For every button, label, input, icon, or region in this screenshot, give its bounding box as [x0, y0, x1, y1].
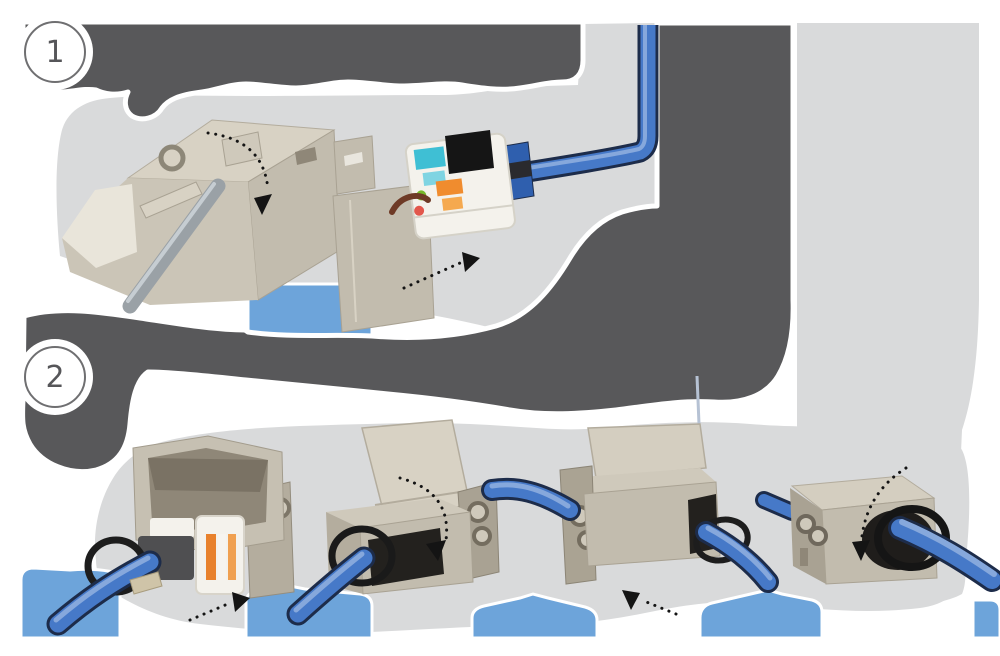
housing3-top-face — [568, 468, 716, 494]
step-2-number: 2 — [45, 359, 65, 395]
plug2-brown-wire — [389, 193, 431, 215]
slide-in-arrow-icon — [188, 601, 232, 622]
housing4-latch-2 — [808, 526, 828, 546]
keystone-wire-white — [218, 534, 226, 580]
close-lid-arrowhead — [426, 540, 446, 561]
redacted-text-masks — [20, 19, 796, 474]
housing3-thin-wire — [695, 375, 701, 425]
arrowheads — [232, 194, 870, 612]
rotate-open-arrowhead — [254, 194, 272, 215]
plug2-chip-cyan — [413, 146, 446, 170]
photo-housing-half-closed — [481, 375, 779, 593]
step-1-badge: 1 — [24, 21, 86, 83]
housing2-top-face — [326, 498, 470, 528]
plug1-slot — [295, 147, 317, 165]
slide-in-arrowhead — [232, 592, 250, 612]
latch-arrowhead — [852, 540, 870, 561]
plug1-nose — [62, 184, 137, 268]
photo-housing-lid-open — [286, 419, 500, 626]
keystone-latch-tip — [129, 571, 163, 595]
slide-back-arrowhead — [622, 590, 640, 610]
keystone-box-shadow — [148, 458, 268, 492]
plug2-chip-orange — [435, 178, 464, 197]
housing2-ear-2 — [472, 526, 492, 546]
motion-arrows — [188, 131, 908, 622]
close-lid-arc-arrow-icon — [398, 476, 449, 542]
housing3-cable-left — [484, 480, 578, 518]
housing4-cable-stub — [758, 494, 798, 518]
plug1-hinge-ring — [158, 144, 186, 172]
housing3-cable-right-highlight — [705, 525, 773, 581]
housing4-latch-1 — [796, 514, 816, 534]
plug2-bracket — [333, 135, 376, 195]
housing2-cable-highlight — [293, 551, 365, 613]
plug2-chip-red — [414, 205, 425, 216]
blue-callout-3 — [470, 592, 599, 640]
housing3-lid — [587, 423, 707, 479]
plug1-emboss-bar — [139, 181, 203, 219]
plug2-shell-edge — [349, 199, 357, 323]
plug1-gray-cable — [122, 178, 226, 314]
housing3-black-wire-loop — [693, 516, 751, 564]
latch-arc-arrow-icon — [860, 466, 908, 538]
step2-photo-background — [94, 422, 970, 633]
housing3-cable-right — [698, 524, 776, 590]
housing2-black-ring — [328, 525, 396, 587]
step2-instruction-mask — [20, 20, 796, 474]
slide-out-arrow-icon — [402, 261, 462, 290]
plug2-cable — [513, 25, 656, 182]
plug2-bracket-slot — [344, 152, 363, 166]
plug2-shell-plate — [332, 183, 435, 333]
housing4-cable — [891, 519, 1000, 589]
housing3-cable-left-highlight — [489, 482, 571, 509]
keystone-wire-orange-2 — [228, 534, 236, 580]
step-1-number: 1 — [45, 34, 65, 70]
housing2-cable — [289, 549, 373, 623]
step-2-badge: 2 — [24, 346, 86, 408]
plug2-cable-highlight — [514, 25, 647, 172]
blue-callout-4 — [698, 588, 824, 640]
keystone-white-piece — [150, 518, 194, 538]
housing2-ear-1 — [467, 501, 489, 523]
photo-housing-closed — [755, 475, 1000, 592]
step1-instruction-mask — [20, 19, 586, 122]
plug2-black-block — [445, 130, 494, 174]
keystone-cable-highlight — [53, 555, 151, 623]
housing3-front-face — [583, 481, 721, 567]
photo-keystone-open — [46, 435, 295, 636]
keystone-cable — [49, 553, 159, 633]
plug1-latch-tab — [221, 131, 263, 167]
keystone-wire-orange — [206, 534, 216, 580]
plug2-chip-orange-2 — [441, 196, 464, 211]
housing4-cable-highlight — [899, 519, 997, 577]
blue-callout-5 — [971, 598, 1000, 640]
photo-field-plug-closed — [62, 119, 341, 314]
plug1-gray-cable-highlight — [126, 182, 216, 303]
slide-out-arrowhead — [462, 252, 480, 272]
photo-field-plug-open — [332, 25, 659, 333]
housing4-slot — [800, 548, 808, 566]
